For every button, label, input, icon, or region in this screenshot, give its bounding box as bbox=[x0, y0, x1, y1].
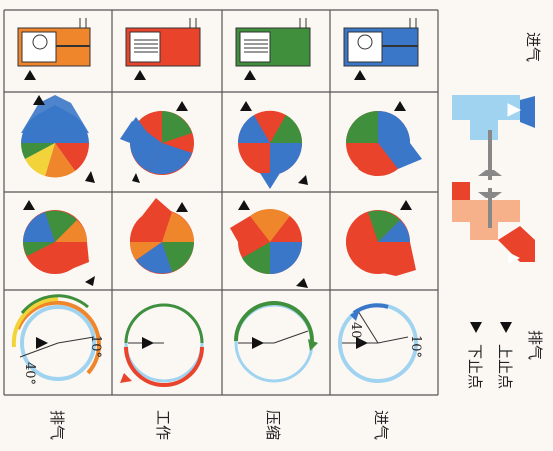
intake-port bbox=[452, 95, 535, 180]
cam2-compression bbox=[230, 200, 308, 288]
cam-compression bbox=[238, 101, 308, 189]
timing-power bbox=[120, 305, 202, 385]
degree-label: 40° bbox=[22, 362, 37, 385]
stroke-label-exhaust: 排气 bbox=[48, 410, 66, 440]
cam-power bbox=[120, 101, 194, 183]
intake-label: 进气 bbox=[524, 32, 542, 62]
stroke-label-intake: 进气 bbox=[372, 410, 390, 440]
cylinder-row bbox=[18, 18, 418, 80]
cylinder-power bbox=[126, 18, 200, 80]
tdc-label: 上止点 bbox=[496, 344, 514, 389]
exhaust-cam-row bbox=[23, 198, 416, 288]
cam-exhaust bbox=[21, 95, 95, 183]
degree-label: 10° bbox=[408, 335, 423, 358]
cylinder-exhaust bbox=[18, 18, 90, 80]
cam-intake bbox=[346, 101, 422, 176]
stroke-label-compression: 压缩 bbox=[264, 410, 282, 440]
stroke-label-power: 工作 bbox=[154, 410, 172, 440]
degree-label: 10° bbox=[88, 335, 103, 358]
table-grid bbox=[4, 10, 438, 395]
exhaust-label: 排气 bbox=[526, 330, 544, 360]
stroke-labels: 排气 工作 压缩 进气 bbox=[48, 410, 390, 440]
cylinder-compression bbox=[236, 18, 310, 80]
bdc-label: 下止点 bbox=[466, 344, 484, 389]
degree-label: 40° bbox=[348, 322, 363, 345]
cylinder-intake bbox=[344, 18, 418, 80]
cam2-exhaust bbox=[23, 200, 95, 286]
tdc-marker-icon bbox=[500, 322, 512, 333]
bdc-marker-icon bbox=[470, 322, 482, 333]
timing-compression bbox=[236, 303, 318, 381]
cam2-power bbox=[130, 198, 194, 274]
valve-illustration bbox=[452, 95, 535, 264]
exhaust-port bbox=[452, 182, 535, 264]
cam2-intake bbox=[346, 200, 416, 276]
